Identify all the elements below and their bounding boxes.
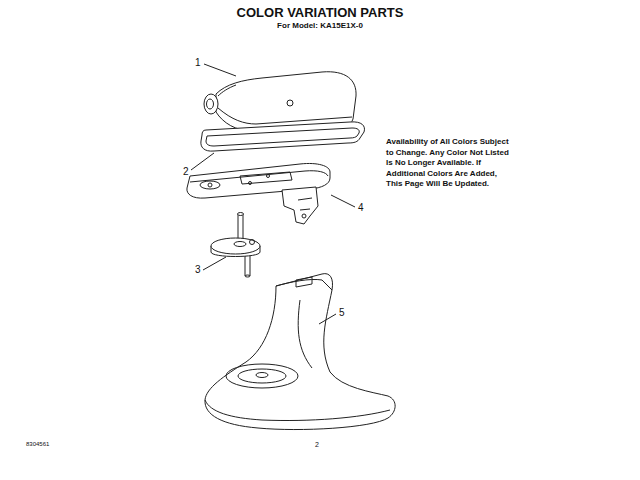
leader-lines <box>191 64 355 324</box>
callout-number: 5 <box>339 307 345 319</box>
callout-number: 3 <box>195 264 201 276</box>
pedestal-base <box>205 274 395 430</box>
trim-band <box>201 122 365 151</box>
callout-number: 1 <box>195 57 201 69</box>
head-cover <box>204 72 356 131</box>
callout-number: 4 <box>358 202 364 214</box>
callout-number: 2 <box>183 166 189 178</box>
page-number: 2 <box>315 441 319 449</box>
availability-note: Availability of All Colors Subject to Ch… <box>386 137 514 190</box>
planetary <box>211 213 260 278</box>
diagram-title: COLOR VARIATION PARTS <box>237 6 404 21</box>
gear-housing <box>187 163 330 224</box>
model-subtitle: For Model: KA15E1X-0 <box>277 21 363 30</box>
document-number: 8304561 <box>26 441 49 448</box>
